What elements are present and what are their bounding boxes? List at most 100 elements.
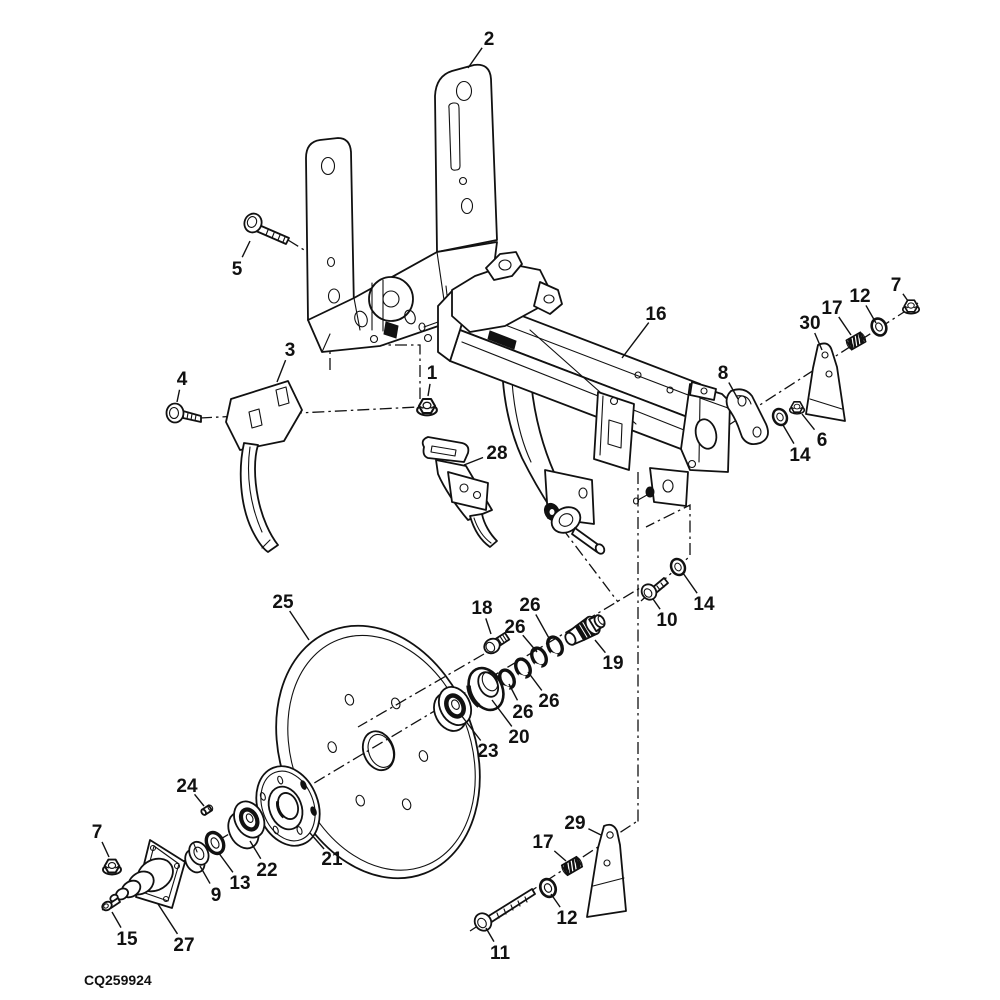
callout-5: 5 [232,259,243,280]
callout-26: 26 [519,595,540,616]
carriage-bolt-18 [483,631,511,655]
leader-line [289,610,310,641]
leader-line [427,383,431,397]
snap-ring-26 [526,643,551,671]
callout-21: 21 [321,849,343,870]
bracket-3 [225,380,303,553]
callout-15: 15 [116,929,138,950]
spindle-housing-27 [109,839,186,909]
disc-center-hole [361,730,396,772]
callout-6: 6 [817,430,828,451]
disc-bolt-hole [401,798,412,811]
leader-line [527,671,543,691]
callout-24: 24 [176,776,198,797]
disc-blade-25 [275,624,481,880]
leader-line [194,793,205,807]
disc-bolt-hole [390,697,401,710]
fitting-19 [564,614,606,646]
leader-line [460,714,482,741]
leader-line [491,699,513,727]
callout-8: 8 [718,363,729,384]
bearing-23 [433,686,473,732]
disc-bolt-hole [327,741,337,753]
nut-7-upper [901,299,921,315]
callout-29: 29 [564,813,585,834]
leader-line [467,47,483,69]
flange-nut-1 [416,397,438,417]
callout-7: 7 [891,275,902,296]
callout-14: 14 [693,594,715,615]
scraper-knife-30 [805,342,846,422]
callout-22: 22 [256,860,277,881]
leader-line [157,903,179,935]
callout-2: 2 [484,29,495,50]
callout-27: 27 [173,935,194,956]
callout-26: 26 [512,702,533,723]
scraper-arm-28 [421,436,498,548]
leader-line [902,293,909,302]
leader-line [111,911,122,928]
callout-4: 4 [177,369,188,390]
figure-code: CQ259924 [84,972,152,988]
callout-16: 16 [645,304,666,325]
leader-line [652,598,661,610]
bearing-22 [227,800,266,850]
nut-7-lower [102,858,122,876]
leader-line [553,850,567,862]
callout-26: 26 [504,617,525,638]
leader-line [485,618,492,635]
snap-ring-26 [510,654,535,682]
leader-line [782,424,795,445]
leader-line [176,389,181,403]
bolt-10 [640,577,669,601]
washer-12-lower [536,875,560,901]
callout-30: 30 [799,313,820,334]
leader-line [682,572,698,594]
bolt-11 [473,888,536,932]
leader-line [522,634,538,653]
bearing-cap-20 [466,666,505,712]
leader-line [508,683,519,701]
leader-line [249,840,262,860]
callout-14: 14 [789,445,811,466]
leader-line [588,828,602,836]
frame-weldment-16 [418,251,731,555]
snap-ring-26 [542,632,567,660]
bolt-5 [243,212,290,245]
washer-13 [204,830,226,856]
callout-23: 23 [477,741,498,762]
leader-line [838,316,852,336]
callout-20: 20 [508,727,529,748]
callout-13: 13 [229,873,250,894]
leader-line [217,851,234,873]
bolt-4 [165,402,202,424]
clamp-plate-8 [725,388,769,446]
grease-fitting-15 [101,897,121,912]
leader-line [550,893,561,908]
roll-pin-24 [200,804,214,816]
leader-line [276,359,287,383]
callout-9: 9 [211,885,222,906]
callout-28: 28 [486,443,507,464]
callout-17: 17 [821,298,842,319]
frame-shim-plate [593,391,635,471]
callout-17: 17 [532,832,553,853]
leader-line [309,832,325,850]
leader-line [621,322,650,359]
callout-7: 7 [92,822,103,843]
yoke-bracket-2 [305,63,498,353]
leader-line [535,614,551,641]
disc-hub-21 [255,765,321,847]
disc-bolt-hole [355,794,366,807]
frame-lower-lug [649,467,689,507]
leader-line [801,413,816,431]
callout-3: 3 [285,340,296,361]
leader-line [814,332,823,351]
leader-line [594,639,606,654]
nut-6 [788,401,806,415]
callout-12: 12 [556,908,577,929]
leader-line [101,841,110,858]
callout-12: 12 [849,286,870,307]
